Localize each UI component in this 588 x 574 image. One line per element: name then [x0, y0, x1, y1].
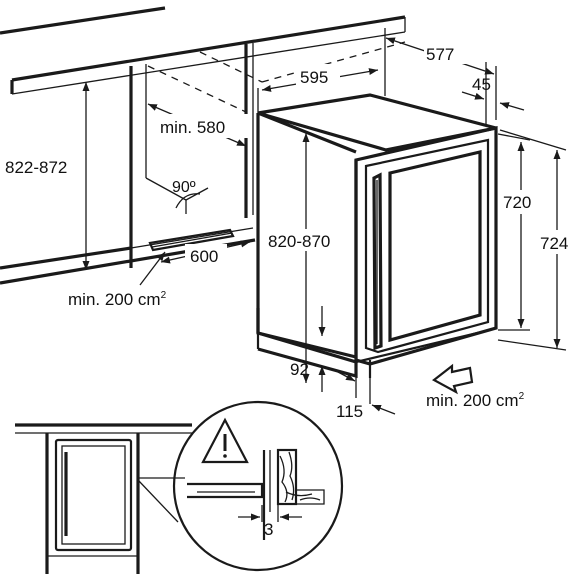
appliance-height-label: 820-870 — [268, 232, 330, 251]
vent-area-left: min. 200 cm2 — [68, 251, 167, 309]
total-height-dimension: 724 — [497, 129, 579, 351]
gap-label: 3 — [264, 520, 273, 539]
niche-width-label: 600 — [190, 247, 218, 266]
plinth-depth-dimension: 115 — [336, 371, 396, 421]
airflow-arrow-icon — [431, 363, 474, 395]
plinth-depth-label: 115 — [336, 402, 363, 421]
niche-height-dimension: 822-872 — [5, 82, 90, 270]
vent-area-right-label: min. 200 cm2 — [426, 391, 525, 410]
niche-depth-label: min. 580 — [160, 118, 225, 137]
appliance-width-dimension: 595 — [257, 64, 379, 113]
appliance-width-label: 595 — [300, 68, 328, 87]
door-angle-label: 90º — [172, 179, 196, 196]
door-thickness-label: 45 — [472, 75, 491, 94]
front-view — [15, 423, 192, 574]
plinth-height-label: 92 — [290, 360, 309, 379]
appliance-depth-label: 577 — [426, 45, 454, 64]
wood-panel-icon — [276, 448, 325, 506]
niche-height-label: 822-872 — [5, 158, 67, 177]
warning-triangle-icon — [201, 417, 249, 464]
vent-area-right: min. 200 cm2 — [426, 363, 525, 410]
niche-width-dimension: 600 — [160, 240, 251, 266]
worktop — [0, 6, 406, 95]
vent-area-left-label: min. 200 cm2 — [68, 290, 167, 309]
appliance-depth-dimension: 577 — [384, 28, 497, 120]
plinth-height-dimension: 92 — [290, 306, 326, 392]
door-thickness-dimension: 45 — [461, 62, 525, 124]
detail-magnifier: 3 — [172, 400, 344, 572]
door-angle-indicator: 90º — [172, 179, 209, 214]
body-height-label: 720 — [503, 193, 531, 212]
total-height-label: 724 — [540, 234, 568, 253]
niche-depth-dimension: min. 580 — [147, 103, 250, 147]
gap-dimension: 3 — [238, 505, 302, 539]
body-height-dimension: 720 — [497, 133, 541, 331]
appliance-height-dimension: 820-870 — [268, 133, 346, 383]
